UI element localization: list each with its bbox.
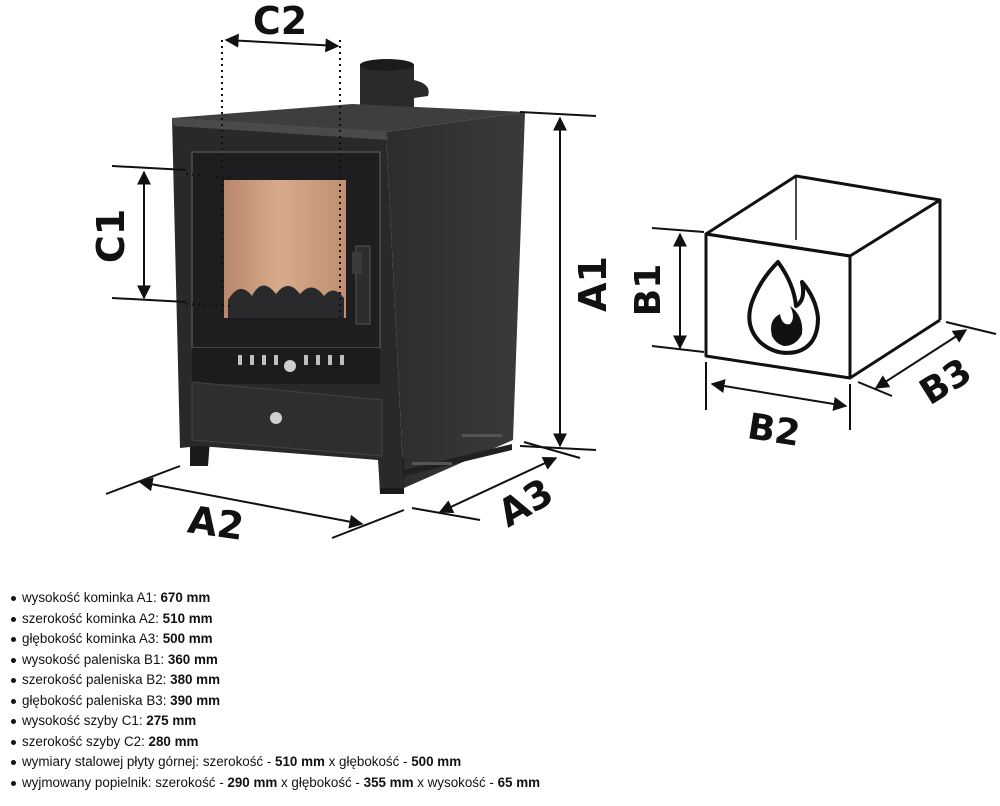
- spec-item: szerokość szyby C2: 280 mm: [8, 732, 540, 753]
- label-a1: A1: [571, 256, 615, 312]
- spec-item: wysokość szyby C1: 275 mm: [8, 711, 540, 732]
- label-b1: B1: [628, 264, 669, 317]
- spec-item: szerokość kominka A2: 510 mm: [8, 609, 540, 630]
- dimension-diagram: A1 A2 A3 C1 C2 B1 B2 B3: [89, 0, 997, 549]
- label-c2: C2: [253, 0, 307, 43]
- label-a2: A2: [185, 497, 246, 548]
- spec-item: głębokość paleniska B3: 390 mm: [8, 691, 540, 712]
- spec-list: wysokość kominka A1: 670 mm szerokość ko…: [8, 588, 540, 793]
- flame-icon: [747, 260, 820, 355]
- label-c1: C1: [89, 209, 133, 263]
- spec-item-ash-drawer: wyjmowany popielnik: szerokość - 290 mm …: [8, 773, 540, 794]
- label-a3: A3: [490, 470, 560, 536]
- label-b2: B2: [745, 406, 803, 455]
- stove-icon: [172, 59, 525, 494]
- label-b3: B3: [913, 351, 979, 414]
- spec-item-plate: wymiary stalowej płyty górnej: szerokość…: [8, 752, 540, 773]
- spec-item: szerokość paleniska B2: 380 mm: [8, 670, 540, 691]
- firebox-icon: [704, 174, 942, 380]
- spec-item: wysokość kominka A1: 670 mm: [8, 588, 540, 609]
- spec-item: wysokość paleniska B1: 360 mm: [8, 650, 540, 671]
- spec-item: głębokość kominka A3: 500 mm: [8, 629, 540, 650]
